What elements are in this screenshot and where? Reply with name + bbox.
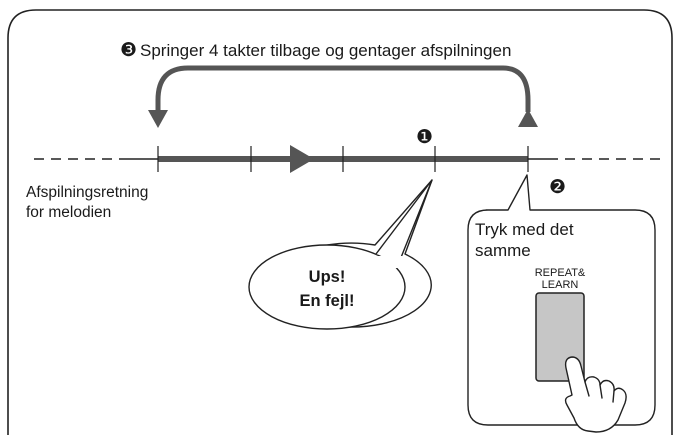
bubble-text-line2: En fejl!: [299, 292, 354, 310]
repeat-loop-arrow: [155, 65, 531, 118]
outer-frame: [7, 9, 673, 435]
header-step-marker: ❸: [120, 40, 137, 61]
error-marker: ❶: [416, 127, 433, 148]
bubble-text-line1: Ups!: [309, 268, 346, 286]
play-direction-arrow-icon: [290, 145, 314, 173]
press-marker: ❷: [549, 177, 566, 198]
direction-label-line2: for melodien: [26, 204, 111, 221]
direction-label-line1: Afspilningsretning: [26, 184, 148, 201]
instruction-line1: Tryk med det: [475, 220, 574, 239]
pointing-hand-icon: [564, 356, 627, 433]
repeat-button-label-line2: LEARN: [542, 279, 579, 291]
header-text: Springer 4 takter tilbage og gentager af…: [140, 41, 511, 60]
instruction-line2: samme: [475, 241, 531, 260]
loop-arrow-down-head: [148, 110, 168, 128]
repeat-button-label-line1: REPEAT&: [535, 267, 586, 279]
loop-arrow-up-head: [518, 109, 538, 127]
